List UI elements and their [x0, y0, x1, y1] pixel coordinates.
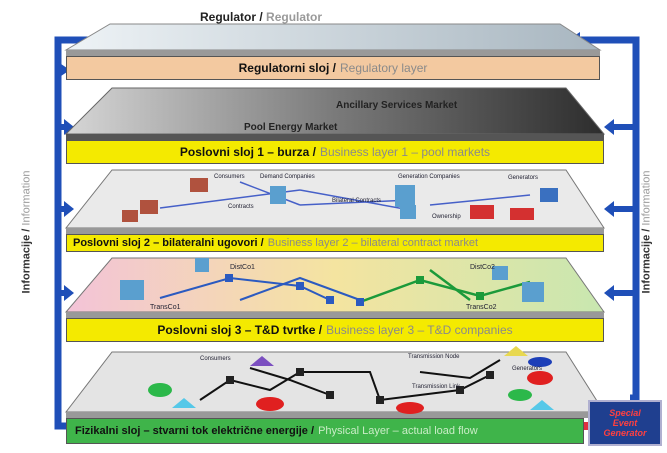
generator-triangle-icon [172, 398, 196, 408]
side-label-left: Informacije / Information [20, 171, 32, 294]
plate-regulator [64, 23, 602, 56]
layer-label-en: Business layer 3 – T&D companies [326, 323, 513, 337]
generators-label: Generators [508, 175, 539, 181]
generators-label: Generators [512, 366, 543, 372]
regulator-label-en: Regulator [266, 10, 323, 24]
layer-label-en: Regulatory layer [339, 61, 428, 75]
transmission-link-label: Transmission Link [412, 384, 461, 390]
consumers-label: Consumers [214, 174, 245, 180]
arrow-icon [58, 62, 70, 78]
ancillary-market-label: Ancillary Services Market [336, 100, 458, 111]
generator-triangle-icon [530, 400, 554, 410]
generator-icon [470, 205, 494, 219]
side-label-right: Informacije / Information [640, 171, 652, 294]
load-icon [527, 371, 553, 385]
building-icon [400, 205, 416, 219]
transco2-label: TransCo2 [466, 304, 497, 311]
layer-label-en: Business layer 1 – pool markets [319, 145, 491, 159]
layer-business-1: Poslovni sloj 1 – burza / Business layer… [66, 140, 604, 164]
load-icon [508, 389, 532, 401]
consumer-house-icon [122, 210, 138, 222]
plate-td-companies [64, 257, 605, 318]
demand-companies-label: Demand Companies [260, 174, 315, 180]
node-icon [376, 396, 384, 404]
layer-label-hr: Poslovni sloj 1 – burza [179, 145, 310, 159]
layer-label-hr: Poslovni sloj 3 – T&D tvrtke [157, 323, 316, 337]
contracts-label: Contracts [228, 204, 254, 210]
td-node [326, 296, 334, 304]
node-icon [326, 391, 334, 399]
pool-market-label: Pool Energy Market [244, 122, 338, 133]
separator: / [259, 10, 263, 24]
plate-pool-markets [64, 87, 606, 140]
layer-label-en: Physical Layer – actual load flow [318, 425, 478, 437]
generator-icon [540, 188, 558, 202]
load-icon [528, 357, 552, 367]
layer-regulatory: Regulatorni sloj / Regulatory layer [66, 56, 600, 80]
plate-physical [64, 346, 605, 418]
regulator-title: Regulator / Regulator [200, 10, 322, 24]
generation-companies-label: Generation Companies [398, 174, 460, 180]
regulator-label-hr: Regulator [200, 10, 257, 24]
building-icon [270, 186, 286, 204]
info-label-en: Information [20, 170, 33, 226]
consumer-house-icon [140, 200, 158, 214]
load-icon [256, 397, 284, 411]
generator-icon [510, 208, 534, 220]
info-label-hr: Informacije [20, 234, 33, 294]
building-icon [395, 185, 415, 207]
seg-line-1: Special [609, 408, 641, 418]
special-event-generator: Special Event Generator [588, 400, 662, 446]
layer-label-en: Business layer 2 – bilateral contract ma… [267, 237, 479, 249]
layer-label-hr: Regulatorni sloj [238, 61, 330, 75]
td-node [296, 282, 304, 290]
building-icon [522, 282, 544, 302]
ownership-label: Ownership [432, 214, 461, 220]
node-icon [226, 376, 234, 384]
building-icon [492, 266, 508, 280]
seg-line-2: Event [612, 418, 638, 428]
building-icon [120, 280, 144, 300]
layer-physical: Fizikalni sloj – stvarni tok električne … [66, 418, 584, 444]
separator: / [640, 228, 653, 232]
load-icon [396, 402, 424, 414]
td-node [356, 298, 364, 306]
distco1-label: DistCo1 [230, 264, 255, 271]
node-icon [456, 386, 464, 394]
layer-business-3: Poslovni sloj 3 – T&D tvrtke / Business … [66, 318, 604, 342]
building-icon [195, 258, 209, 272]
layer-business-2: Poslovni sloj 2 – bilateralni ugovori / … [66, 234, 604, 252]
generator-triangle-icon [504, 346, 528, 356]
bilateral-contracts-label: Bilateral Contracts [332, 198, 382, 204]
transco1-label: TransCo1 [150, 304, 181, 311]
separator: / [20, 228, 33, 232]
info-label-en: Information [640, 170, 653, 226]
node-icon [486, 371, 494, 379]
td-node [416, 276, 424, 284]
plate-bilateral [64, 169, 605, 234]
td-node [225, 274, 233, 282]
layer-label-hr: Fizikalni sloj – stvarni tok električne … [75, 425, 308, 437]
transmission-node-label: Transmission Node [408, 354, 460, 360]
layer-label-hr: Poslovni sloj 2 – bilateralni ugovori [73, 237, 258, 249]
consumers-label: Consumers [200, 356, 231, 362]
consumer-house-icon [190, 178, 208, 192]
td-node [476, 292, 484, 300]
distco2-label: DistCo2 [470, 264, 495, 271]
info-label-hr: Informacije [640, 234, 653, 294]
generator-triangle-icon [250, 356, 274, 366]
load-icon [148, 383, 172, 397]
right-information-bus [568, 32, 640, 402]
node-icon [296, 368, 304, 376]
seg-line-3: Generator [603, 428, 647, 438]
